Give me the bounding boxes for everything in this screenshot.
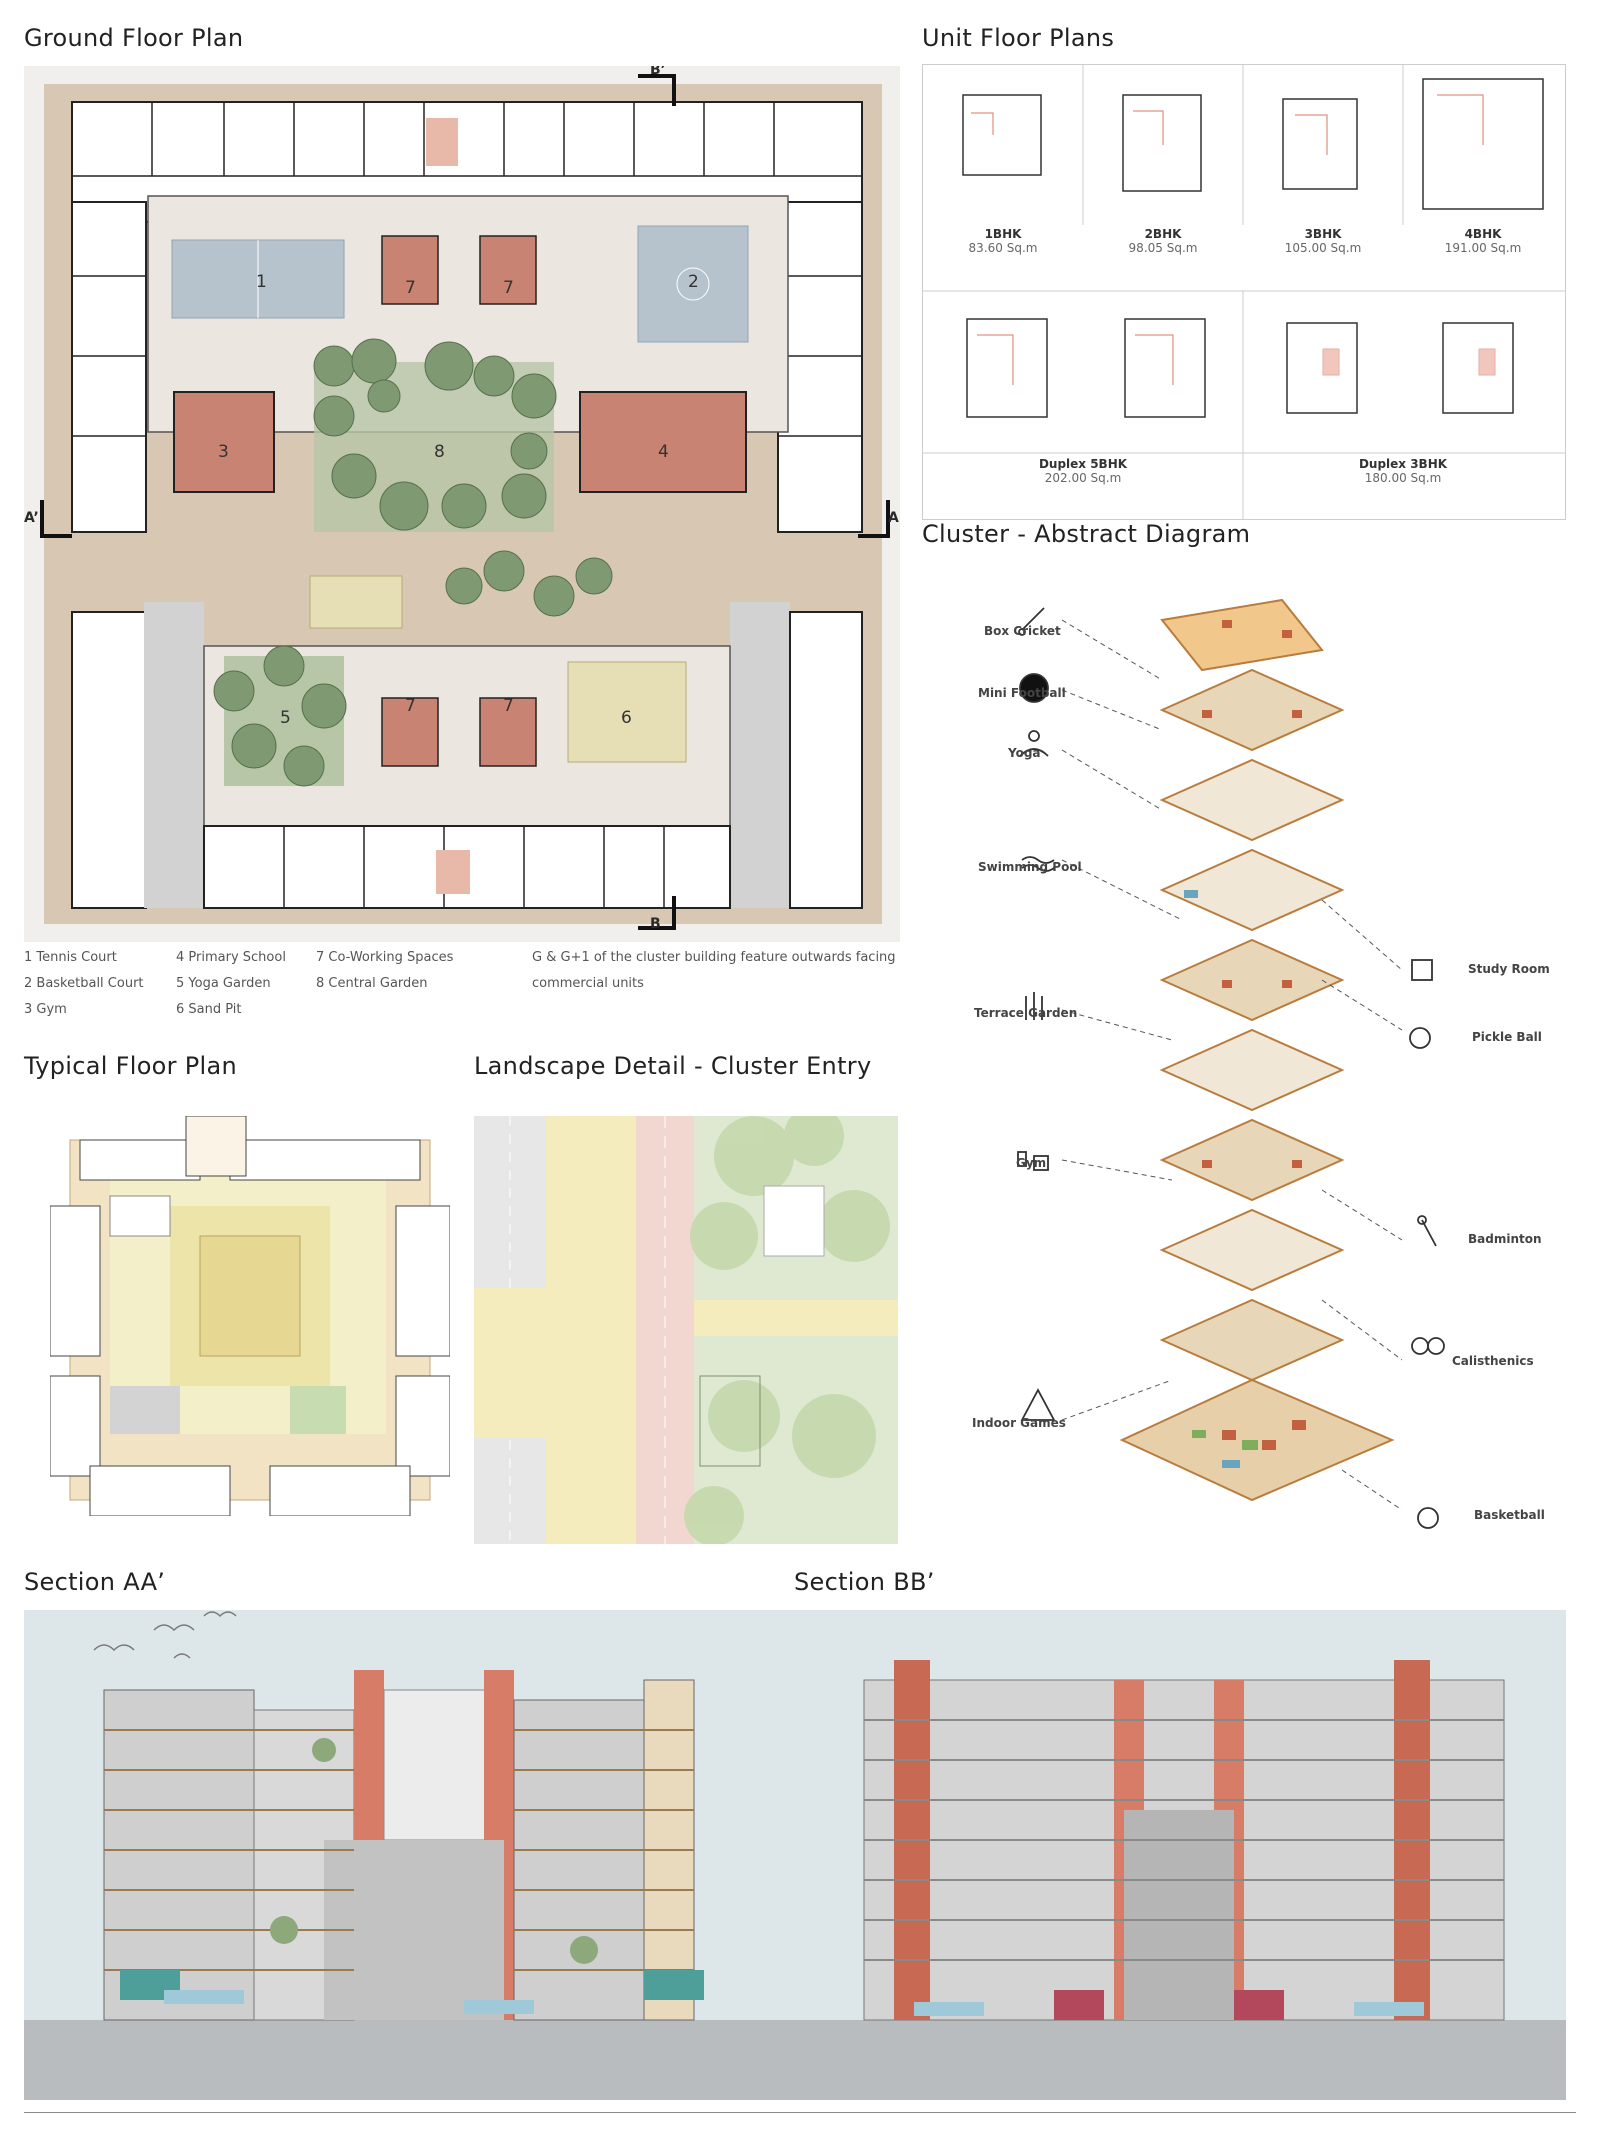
legend-item: 3 Gym bbox=[24, 1002, 67, 1017]
ground-plan-legend: 1 Tennis Court 2 Basketball Court 3 Gym … bbox=[24, 950, 904, 1020]
section-mark: A bbox=[888, 510, 899, 526]
activity-label: Terrace Garden bbox=[974, 1006, 1078, 1020]
unit-2bhk: 2BHK 98.05 Sq.m bbox=[1083, 227, 1243, 255]
zone-label: 7 bbox=[405, 278, 416, 298]
section-aa-title: Section AA’ bbox=[24, 1568, 166, 1596]
zone-label: 8 bbox=[434, 442, 445, 462]
legend-item: 1 Tennis Court bbox=[24, 950, 117, 965]
section-mark: B’ bbox=[650, 66, 666, 78]
zone-label: 3 bbox=[218, 442, 229, 462]
unit-name: 1BHK bbox=[984, 227, 1022, 241]
section-bb-title: Section BB’ bbox=[794, 1568, 935, 1596]
typical-floor-plan bbox=[50, 1116, 450, 1516]
unit-area: 83.60 Sq.m bbox=[968, 241, 1038, 255]
activity-label: Badminton bbox=[1468, 1232, 1542, 1246]
unit-name: 2BHK bbox=[1144, 227, 1182, 241]
activity-label: Basketball bbox=[1474, 1508, 1545, 1522]
unit-name: 4BHK bbox=[1464, 227, 1502, 241]
section-aa bbox=[24, 1610, 794, 2100]
zone-label: 7 bbox=[405, 696, 416, 716]
activity-label: Calisthenics bbox=[1452, 1354, 1534, 1368]
unit-name: Duplex 3BHK bbox=[1358, 457, 1448, 471]
cluster-title: Cluster - Abstract Diagram bbox=[922, 520, 1251, 548]
legend-item: 6 Sand Pit bbox=[176, 1002, 242, 1017]
unit-area: 105.00 Sq.m bbox=[1284, 241, 1362, 255]
typical-plan-title: Typical Floor Plan bbox=[24, 1052, 238, 1080]
activity-label: Mini Football bbox=[978, 686, 1066, 700]
legend-note: commercial units bbox=[532, 976, 644, 991]
unit-name: Duplex 5BHK bbox=[1038, 457, 1128, 471]
ground-floor-plan: 1 2 3 4 5 6 7 7 7 7 8 B’ B A’ A bbox=[24, 66, 900, 942]
activity-label: Study Room bbox=[1468, 962, 1550, 976]
section-bb bbox=[794, 1610, 1566, 2100]
legend-item: 7 Co-Working Spaces bbox=[316, 950, 454, 965]
activity-label: Gym bbox=[1016, 1156, 1047, 1170]
unit-duplex-3bhk: Duplex 3BHK 180.00 Sq.m bbox=[1243, 457, 1563, 485]
activity-label: Yoga bbox=[1008, 746, 1041, 760]
legend-item: 2 Basketball Court bbox=[24, 976, 144, 991]
section-mark: A’ bbox=[24, 510, 39, 526]
unit-4bhk: 4BHK 191.00 Sq.m bbox=[1403, 227, 1563, 255]
legend-item: 4 Primary School bbox=[176, 950, 286, 965]
legend-item: 8 Central Garden bbox=[316, 976, 428, 991]
activity-label: Indoor Games bbox=[972, 1416, 1066, 1430]
zone-label: 1 bbox=[256, 272, 267, 292]
legend-item: 5 Yoga Garden bbox=[176, 976, 271, 991]
unit-floor-plans: 1BHK 83.60 Sq.m 2BHK 98.05 Sq.m 3BHK 105… bbox=[922, 64, 1566, 520]
unit-1bhk: 1BHK 83.60 Sq.m bbox=[923, 227, 1083, 255]
bottom-divider bbox=[24, 2112, 1576, 2113]
unit-plans-title: Unit Floor Plans bbox=[922, 24, 1115, 52]
activity-label: Pickle Ball bbox=[1472, 1030, 1542, 1044]
unit-area: 191.00 Sq.m bbox=[1444, 241, 1522, 255]
ground-plan-title: Ground Floor Plan bbox=[24, 24, 244, 52]
unit-name: 3BHK bbox=[1304, 227, 1342, 241]
zone-label: 6 bbox=[621, 708, 632, 728]
unit-duplex-5bhk: Duplex 5BHK 202.00 Sq.m bbox=[923, 457, 1243, 485]
unit-area: 98.05 Sq.m bbox=[1128, 241, 1198, 255]
activity-label: Box Cricket bbox=[984, 624, 1061, 638]
cluster-diagram: Box Cricket Mini Football Yoga Swimming … bbox=[922, 560, 1582, 1530]
zone-label: 4 bbox=[658, 442, 669, 462]
unit-3bhk: 3BHK 105.00 Sq.m bbox=[1243, 227, 1403, 255]
unit-area: 202.00 Sq.m bbox=[1044, 471, 1122, 485]
section-mark: B bbox=[650, 916, 661, 932]
zone-label: 7 bbox=[503, 278, 514, 298]
unit-area: 180.00 Sq.m bbox=[1364, 471, 1442, 485]
zone-label: 5 bbox=[280, 708, 291, 728]
landscape-title: Landscape Detail - Cluster Entry bbox=[474, 1052, 872, 1080]
activity-label: Swimming Pool bbox=[978, 860, 1082, 874]
zone-label: 2 bbox=[688, 272, 699, 292]
zone-label: 7 bbox=[503, 696, 514, 716]
legend-note: G & G+1 of the cluster building feature … bbox=[532, 950, 896, 965]
landscape-detail bbox=[474, 1116, 898, 1544]
